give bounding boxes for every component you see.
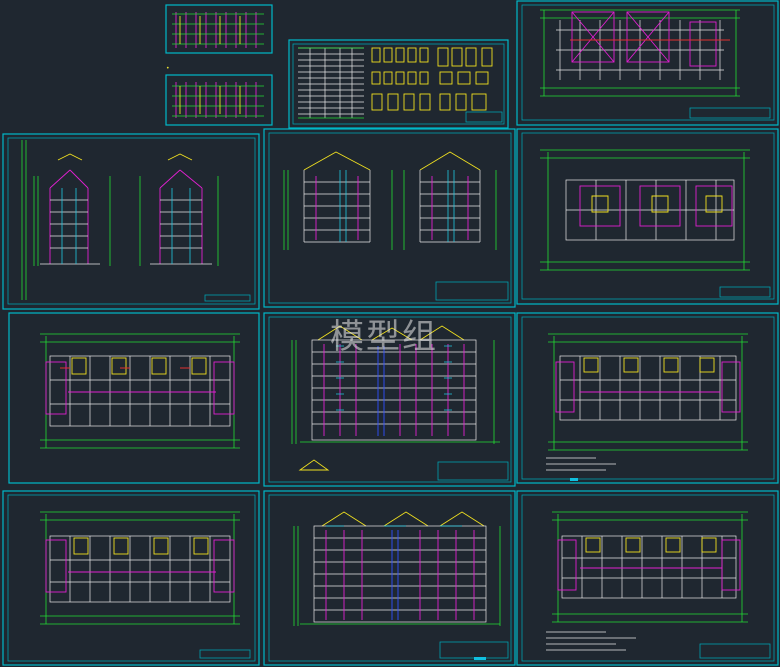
- sheet-front-elevation[interactable]: 模型组: [263, 312, 516, 487]
- sheet-roof-plan[interactable]: [516, 0, 779, 126]
- sheet-index-top[interactable]: [165, 4, 273, 54]
- watermark-text: 模型组: [330, 317, 438, 357]
- index-caption: •: [166, 65, 170, 72]
- sheet-ground-floor-plan[interactable]: [516, 128, 779, 305]
- sheet-door-window-schedule[interactable]: [288, 39, 509, 129]
- sheet-index-bottom[interactable]: [165, 74, 273, 126]
- sheet-typical-plan-left[interactable]: [2, 490, 260, 666]
- sheet-typical-plan-right[interactable]: [516, 490, 779, 666]
- sheet-sections[interactable]: [263, 128, 516, 308]
- sheet-standard-plan-right[interactable]: [516, 312, 779, 484]
- sheet-back-elevation[interactable]: [263, 490, 516, 666]
- sheet-standard-plan-left[interactable]: [8, 312, 260, 484]
- sheet-side-elevations[interactable]: [2, 133, 260, 310]
